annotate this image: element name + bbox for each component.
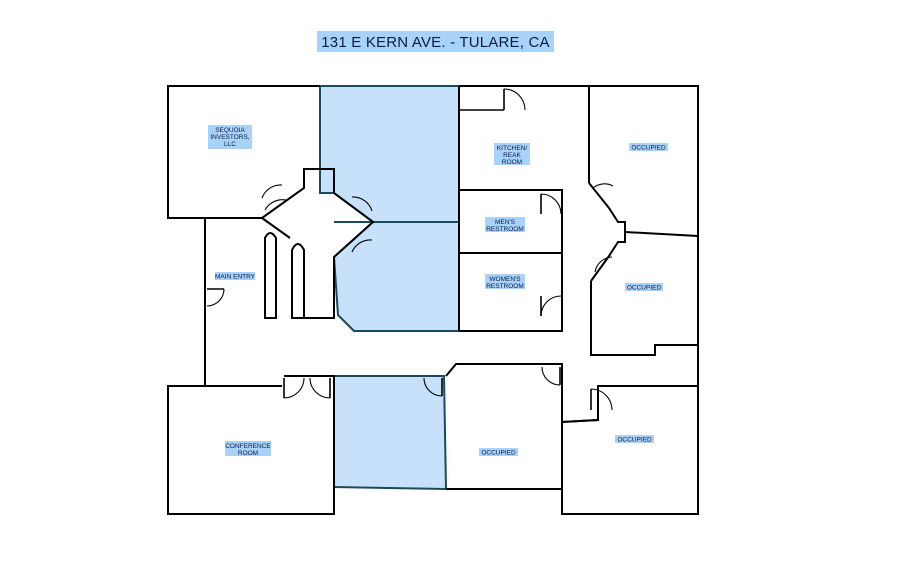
label-occupied-mid-right-text: OCCUPIED: [627, 285, 662, 292]
available-suites: [319, 85, 460, 491]
label-occupied-bottom-right-background: [615, 435, 654, 443]
door-entry-swing: [206, 288, 225, 307]
label-conference-background: [225, 441, 271, 456]
door-conference-left-swing: [283, 377, 305, 399]
label-kitchen-line-1: KITCHEN/: [497, 145, 528, 152]
label-occupied-bottom-right[interactable]: OCCUPIED: [615, 435, 654, 444]
plan-title: 131 E KERN AVE. - TULARE, CA: [317, 31, 554, 52]
walls: [167, 85, 699, 515]
wall-restrooms: [459, 189, 563, 332]
wall-top-right: [459, 85, 699, 386]
label-mens-restroom[interactable]: MEN'S RESTROOM: [485, 217, 525, 233]
label-occupied-mid-right[interactable]: OCCUPIED: [625, 283, 663, 292]
wall-bottom-right-top: [561, 419, 599, 423]
room-labels: SEQUOIA INVESTORS, LLC KITCHEN/ REAK ROO…: [208, 125, 668, 457]
label-sequoia-line-2: INVESTORS,: [210, 134, 249, 141]
wall-ramp-left: [264, 232, 277, 319]
label-conference-line-2: ROOM: [238, 450, 258, 457]
label-mens-restroom-line-2: RESTROOM: [486, 226, 524, 233]
label-occupied-top-right-text: OCCUPIED: [631, 145, 666, 152]
wall-vestibule: [261, 168, 375, 319]
wall-occupied-mid-right: [590, 281, 698, 356]
label-womens-restroom[interactable]: WOMEN'S RESTROOM: [485, 274, 525, 290]
label-occupied-bottom-right-text: OCCUPIED: [617, 437, 652, 444]
label-kitchen[interactable]: KITCHEN/ REAK ROOM: [494, 143, 530, 166]
label-womens-restroom-line-1: WOMEN'S: [489, 276, 521, 283]
label-main-entry[interactable]: MAIN ENTRY: [215, 272, 256, 281]
label-womens-restroom-background: [485, 274, 525, 289]
doors: [206, 88, 614, 411]
wall-main-entry: [167, 218, 335, 515]
label-occupied-bottom-mid-text: OCCUPIED: [481, 450, 516, 457]
label-kitchen-background: [494, 143, 530, 165]
door-vestibule-left-swing-b: [264, 199, 287, 211]
label-mens-restroom-background: [485, 217, 525, 232]
label-womens-restroom-line-2: RESTROOM: [486, 283, 524, 290]
available-suite-lower[interactable]: [333, 375, 448, 491]
label-sequoia[interactable]: SEQUOIA INVESTORS, LLC: [208, 125, 252, 149]
door-conference-right-swing: [309, 377, 331, 399]
label-occupied-bottom-mid[interactable]: OCCUPIED: [479, 448, 518, 457]
label-occupied-mid-right-background: [625, 283, 663, 291]
door-womens-swing: [540, 295, 562, 317]
wall-occupied-bottom-mid: [445, 363, 699, 515]
wall-right-notch: [588, 182, 626, 282]
door-available-lower-swing: [423, 377, 443, 397]
label-kitchen-line-2: REAK: [503, 152, 521, 159]
door-occupied-top-right-swing: [592, 183, 614, 189]
label-conference[interactable]: CONFERENCE ROOM: [225, 441, 271, 457]
label-occupied-top-right-background: [629, 143, 668, 151]
label-sequoia-line-1: SEQUOIA: [215, 127, 245, 134]
wall-sequoia: [167, 85, 320, 219]
label-kitchen-line-3: ROOM: [502, 159, 522, 166]
plan-title-text: 131 E KERN AVE. - TULARE, CA: [321, 34, 549, 51]
door-occupied-bottom-right-swing: [590, 388, 613, 411]
wall-occupied-top-right: [624, 231, 699, 237]
label-main-entry-background: [215, 272, 255, 280]
label-mens-restroom-line-1: MEN'S: [495, 219, 516, 226]
label-sequoia-background: [208, 125, 252, 149]
door-vestibule-right-swing-b: [351, 239, 373, 253]
door-vestibule-right-swing-a: [351, 196, 373, 212]
label-sequoia-line-3: LLC: [224, 141, 236, 148]
door-occupied-bottom-mid-swing: [541, 366, 561, 386]
label-occupied-top-right[interactable]: OCCUPIED: [629, 143, 668, 152]
door-occupied-mid-right-swing: [594, 256, 613, 273]
plan-title-background: [317, 31, 554, 52]
available-suite-upper[interactable]: [319, 85, 460, 332]
label-occupied-bottom-mid-background: [479, 448, 518, 456]
label-main-entry-text: MAIN ENTRY: [215, 274, 256, 281]
wall-vestibule-left: [261, 217, 291, 239]
door-vestibule-left-swing-a: [261, 184, 283, 199]
label-conference-line-1: CONFERENCE: [225, 443, 271, 450]
door-mens-swing: [540, 193, 562, 215]
door-kitchen-swing: [503, 88, 526, 111]
wall-ramp-right: [291, 243, 305, 319]
